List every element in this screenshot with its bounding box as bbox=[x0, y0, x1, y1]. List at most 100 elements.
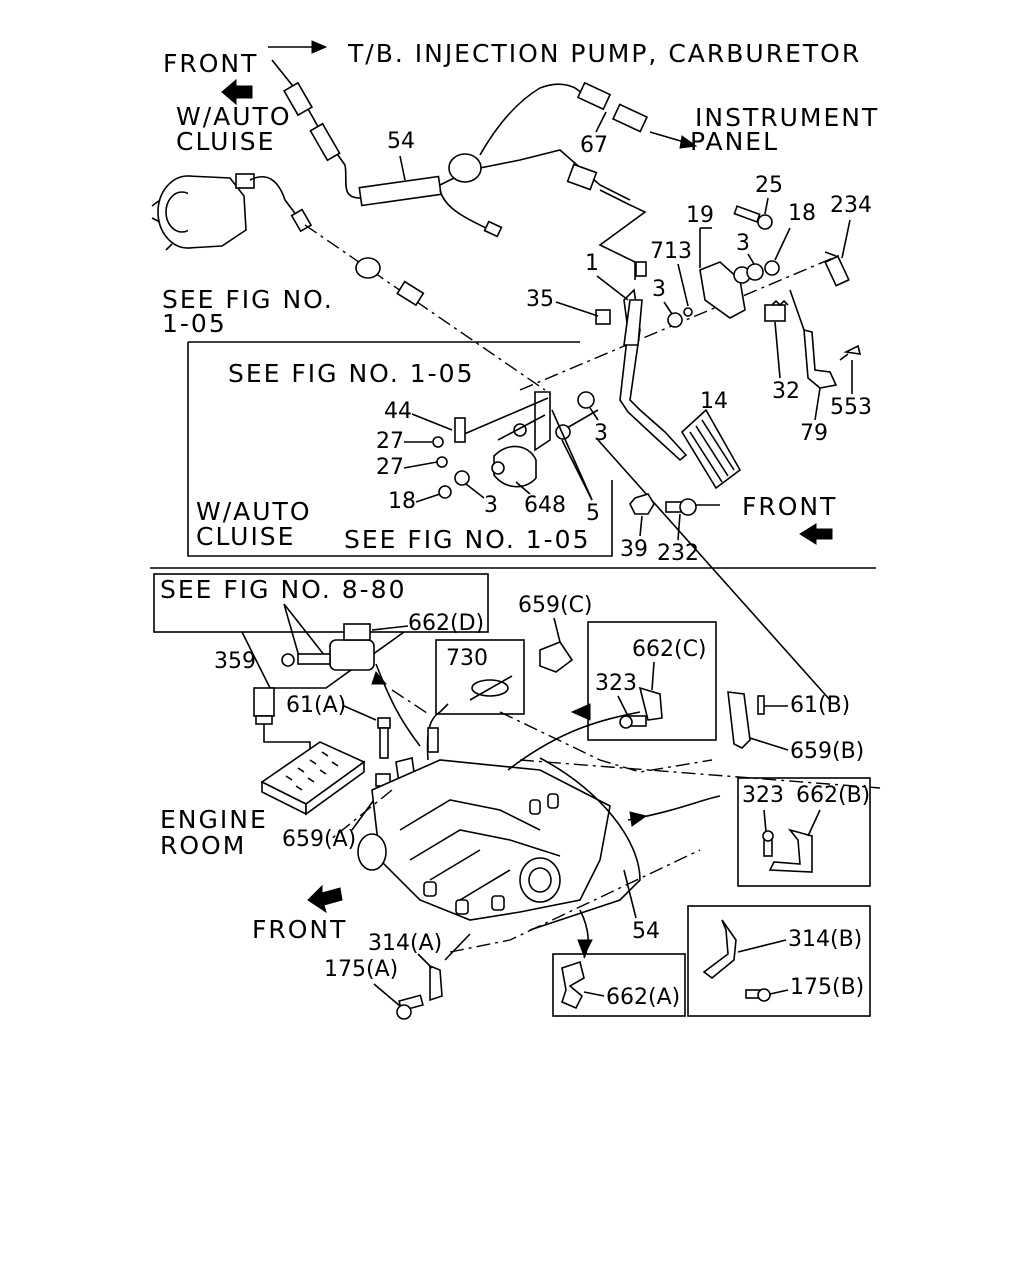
box-314b bbox=[687, 905, 871, 1017]
bracket-314a bbox=[396, 964, 443, 1020]
label-18-b: 18 bbox=[388, 489, 416, 514]
label-323-b: 323 bbox=[742, 783, 784, 808]
instrument-panel-label-2: PANEL bbox=[690, 127, 779, 156]
relay-block bbox=[260, 741, 366, 816]
spring-32 bbox=[764, 299, 789, 322]
label-3-c: 3 bbox=[484, 493, 498, 518]
label-79: 79 bbox=[800, 421, 828, 446]
bracket-314b bbox=[702, 919, 771, 1002]
auto-cruise-label-top-1: W/AUTO bbox=[176, 102, 292, 131]
bracket-662b bbox=[762, 828, 813, 873]
engine-room-1: ENGINE bbox=[160, 805, 268, 834]
label-14: 14 bbox=[700, 389, 728, 414]
part-54-sleeve bbox=[358, 175, 442, 207]
sensor-assembly-662d bbox=[281, 623, 375, 671]
see-fig-lower: SEE FIG NO. 8-80 bbox=[160, 575, 406, 604]
bracket-659b bbox=[727, 691, 765, 749]
clip-35 bbox=[595, 309, 611, 325]
pedal-pad-14 bbox=[680, 408, 742, 490]
auto-cruise-box-1: W/AUTO bbox=[196, 497, 312, 526]
label-54: 54 bbox=[387, 129, 415, 154]
label-25: 25 bbox=[755, 173, 783, 198]
bracket-line bbox=[597, 439, 831, 701]
bolt-61a bbox=[377, 717, 391, 759]
label-359: 359 bbox=[214, 649, 256, 674]
label-3-a: 3 bbox=[736, 231, 750, 256]
nut-39 bbox=[629, 493, 655, 515]
destination-label: T/B. INJECTION PUMP, CARBURETOR bbox=[347, 39, 861, 68]
label-659c: 659(C) bbox=[518, 593, 593, 618]
front-arrow-icon-right bbox=[799, 523, 833, 545]
bracket-19 bbox=[699, 261, 751, 319]
bracket-662c bbox=[619, 686, 663, 729]
relay-359 bbox=[253, 687, 275, 725]
label-662a: 662(A) bbox=[606, 985, 680, 1010]
label-648: 648 bbox=[524, 493, 566, 518]
washer-a bbox=[555, 424, 571, 440]
label-39: 39 bbox=[620, 537, 648, 562]
box-662b bbox=[737, 777, 871, 887]
see-fig-box-top: SEE FIG NO. 1-05 bbox=[228, 359, 474, 388]
label-713: 713 bbox=[650, 239, 692, 264]
see-fig-label-top-2: 1-05 bbox=[162, 309, 227, 338]
label-175a: 175(A) bbox=[324, 957, 398, 982]
label-44: 44 bbox=[384, 399, 412, 424]
clip-662a bbox=[561, 960, 585, 1010]
label-662c: 662(C) bbox=[632, 637, 707, 662]
front-arrow-icon-lower bbox=[307, 884, 343, 914]
label-659b: 659(B) bbox=[790, 739, 864, 764]
box-730 bbox=[435, 639, 525, 715]
see-fig-box-bottom: SEE FIG NO. 1-05 bbox=[344, 525, 590, 554]
label-61b: 61(B) bbox=[790, 693, 850, 718]
nut-3-d bbox=[577, 391, 595, 409]
front-label-lower: FRONT bbox=[252, 915, 347, 944]
label-3-d: 3 bbox=[594, 421, 608, 446]
cable-clip bbox=[355, 257, 425, 307]
label-730: 730 bbox=[446, 646, 488, 671]
auto-cruise-label-top-2: CLUISE bbox=[176, 127, 275, 156]
label-5: 5 bbox=[586, 501, 600, 526]
label-234: 234 bbox=[830, 193, 872, 218]
lever-assembly bbox=[454, 391, 599, 488]
box-662a bbox=[552, 953, 686, 1017]
front-label-top: FRONT bbox=[163, 49, 258, 78]
label-27-b: 27 bbox=[376, 455, 404, 480]
label-19: 19 bbox=[686, 203, 714, 228]
auto-cruise-box bbox=[187, 341, 613, 557]
label-61a: 61(A) bbox=[286, 693, 346, 718]
auto-cruise-box-2: CLUISE bbox=[196, 522, 295, 551]
cruise-cable bbox=[304, 224, 546, 391]
screw-553 bbox=[839, 344, 862, 361]
label-27-a: 27 bbox=[376, 429, 404, 454]
label-32: 32 bbox=[772, 379, 800, 404]
label-314a: 314(A) bbox=[368, 931, 442, 956]
see-fig-8-80-box bbox=[153, 573, 489, 633]
label-18-a: 18 bbox=[788, 201, 816, 226]
clip-659c bbox=[539, 641, 574, 673]
label-54-lower: 54 bbox=[632, 919, 660, 944]
label-3-b: 3 bbox=[652, 277, 666, 302]
cruise-actuator bbox=[151, 173, 313, 251]
label-659a: 659(A) bbox=[282, 827, 356, 852]
harness-lines bbox=[329, 689, 881, 953]
box-662c bbox=[587, 621, 717, 741]
see-fig-label-top-1: SEE FIG NO. bbox=[162, 285, 334, 314]
label-1: 1 bbox=[585, 251, 599, 276]
bolt-232 bbox=[665, 498, 697, 516]
label-323-a: 323 bbox=[595, 671, 637, 696]
front-arrow-icon-top bbox=[221, 78, 253, 106]
bracket-79 bbox=[789, 289, 838, 389]
clamp-730 bbox=[469, 675, 513, 701]
label-35: 35 bbox=[526, 287, 554, 312]
label-175b: 175(B) bbox=[790, 975, 864, 1000]
arrow-right-icon bbox=[268, 40, 328, 54]
instrument-panel-label-1: INSTRUMENT bbox=[695, 103, 879, 132]
switch-234 bbox=[824, 251, 850, 287]
label-662b: 662(B) bbox=[796, 783, 870, 808]
bolt-25 bbox=[733, 205, 773, 230]
label-553: 553 bbox=[830, 395, 872, 420]
engine-room-2: ROOM bbox=[160, 831, 246, 860]
arrow-right-icon-2 bbox=[649, 131, 698, 149]
label-232: 232 bbox=[657, 541, 699, 566]
